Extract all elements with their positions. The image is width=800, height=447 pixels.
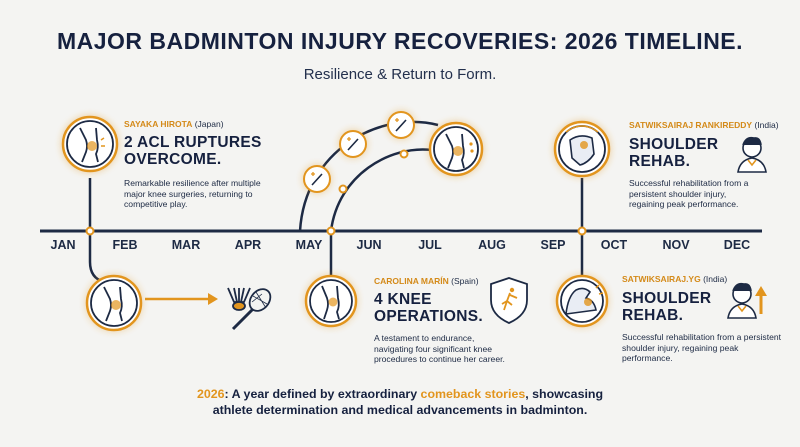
month-label: JUN <box>356 238 382 252</box>
footer-year: 2026 <box>196 387 225 401</box>
athlete-country: (India) <box>754 120 779 130</box>
event-card: SAYAKA HIROTA (Japan) 2 ACL RUPTURES OVE… <box>124 119 284 210</box>
event-description: Remarkable resilience after multiple maj… <box>124 178 261 209</box>
footer-line-2: athlete determination and medical advanc… <box>212 403 588 417</box>
connector-line <box>88 231 105 284</box>
shoulder-icon <box>553 120 611 178</box>
progress-icon <box>302 164 332 194</box>
event-headline: OVERCOME. <box>124 151 222 168</box>
event-card: SATWIKSAIRAJ RANKIREDDY (India) SHOULDER… <box>629 120 794 210</box>
athlete-name: SATWIKSAIRAJ.YG <box>622 274 701 284</box>
month-label: SEP <box>540 238 566 252</box>
event-description: A testament to endurance, navigating fou… <box>374 333 505 364</box>
event-headline: SHOULDER <box>622 290 712 307</box>
month-label: NOV <box>662 238 690 252</box>
page-subtitle: Resilience & Return to Form. <box>303 66 497 83</box>
footer-text: : A year defined by extraordinary <box>224 387 421 401</box>
arrow-up-icon <box>755 286 767 314</box>
timeline-marker <box>399 149 409 159</box>
page-title: MAJOR BADMINTON INJURY RECOVERIES: 2026 … <box>56 28 744 54</box>
athlete-label: SATWIKSAIRAJ.YG (India) <box>622 274 792 284</box>
athlete-name: SAYAKA HIROTA <box>124 119 193 129</box>
month-label: DEC <box>723 238 751 252</box>
recovery-arc <box>329 148 433 232</box>
event-card: CAROLINA MARÍN (Spain) 4 KNEE OPERATIONS… <box>374 276 514 365</box>
timeline-marker <box>326 226 336 236</box>
athlete-avatar-icon <box>727 282 757 319</box>
event-headline: SHOULDER <box>629 136 719 153</box>
timeline-marker <box>85 226 95 236</box>
athlete-label: SAYAKA HIROTA (Japan) <box>124 119 284 129</box>
timeline-marker <box>338 184 348 194</box>
progress-icon <box>386 110 416 140</box>
month-label: JAN <box>50 238 76 252</box>
footer-highlight: comeback stories <box>420 387 526 401</box>
athlete-label: SATWIKSAIRAJ RANKIREDDY (India) <box>629 120 794 130</box>
arrow-head-icon <box>208 293 218 305</box>
athlete-country: (Japan) <box>194 119 224 129</box>
athlete-country: (Spain) <box>451 276 479 286</box>
month-label: FEB <box>112 238 138 252</box>
knee-icon <box>61 115 119 173</box>
event-card: SATWIKSAIRAJ.YG (India) SHOULDER REHAB. … <box>622 274 792 364</box>
event-description: Successful rehabilitation from a persist… <box>629 178 749 209</box>
event-headline: OPERATIONS. <box>374 308 483 325</box>
shield-icon <box>490 277 528 324</box>
month-label: APR <box>234 238 262 252</box>
month-label: JUL <box>418 238 442 252</box>
month-label: MAR <box>171 238 201 252</box>
month-label: OCT <box>600 238 628 252</box>
footer-summary: 2026: A year defined by extraordinary co… <box>0 386 800 418</box>
athlete-label: CAROLINA MARÍN (Spain) <box>374 276 514 286</box>
event-headline: 2 ACL RUPTURES <box>124 134 262 151</box>
event-headline: REHAB. <box>629 153 691 170</box>
knee-icon <box>85 274 143 332</box>
knee-icon <box>304 274 358 328</box>
muscle-arm-icon <box>555 274 609 328</box>
month-label: MAY <box>295 238 323 252</box>
progress-icon <box>338 129 368 159</box>
month-label: AUG <box>478 238 506 252</box>
event-description: Successful rehabilitation from a persist… <box>622 332 782 363</box>
athlete-name: SATWIKSAIRAJ RANKIREDDY <box>629 120 753 130</box>
athlete-country: (India) <box>703 274 728 284</box>
footer-text: , showcasing <box>525 387 604 401</box>
athlete-avatar-icon <box>737 136 767 173</box>
badminton-racket-icon <box>227 287 272 331</box>
event-headline: 4 KNEE <box>374 291 432 308</box>
knee-icon <box>428 121 484 177</box>
event-headline: REHAB. <box>622 307 684 324</box>
footer-line-1: 2026: A year defined by extraordinary co… <box>0 386 800 402</box>
athlete-name: CAROLINA MARÍN <box>374 276 449 286</box>
timeline-marker <box>577 226 587 236</box>
